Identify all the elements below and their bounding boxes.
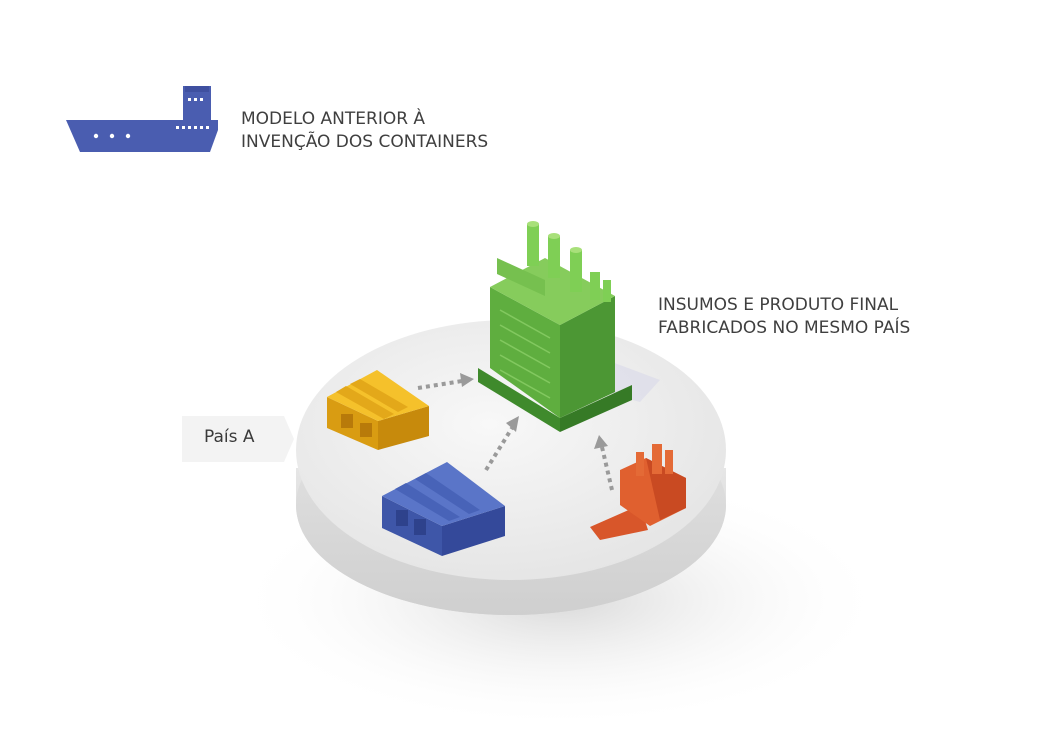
yellow-warehouse-icon	[327, 370, 429, 450]
factory-icon	[478, 221, 660, 432]
blue-warehouse-icon	[382, 462, 505, 556]
country-tag-shape	[182, 416, 294, 462]
arrowhead-yellow	[460, 373, 474, 387]
country-label: País A	[182, 416, 294, 462]
arrowhead-blue	[506, 416, 519, 432]
legend-caption: MODELO ANTERIOR À INVENÇÃO DOS CONTAINER…	[241, 108, 488, 154]
factory-caption-line-1: INSUMOS E PRODUTO FINAL	[658, 295, 899, 315]
legend-line-1: MODELO ANTERIOR À	[241, 109, 426, 129]
cargo-ship-icon	[66, 86, 218, 152]
arrow-blue-to-factory	[484, 426, 514, 472]
factory-caption: INSUMOS E PRODUTO FINAL FABRICADOS NO ME…	[658, 294, 910, 340]
legend-line-2: INVENÇÃO DOS CONTAINERS	[241, 132, 489, 152]
factory-caption-line-2: FABRICADOS NO MESMO PAÍS	[658, 318, 911, 338]
orange-plant-icon	[590, 444, 686, 540]
supply-arrows	[417, 379, 614, 491]
arrowhead-orange	[594, 435, 608, 449]
country-label-text: País A	[204, 427, 255, 447]
arrow-heads	[460, 373, 608, 449]
